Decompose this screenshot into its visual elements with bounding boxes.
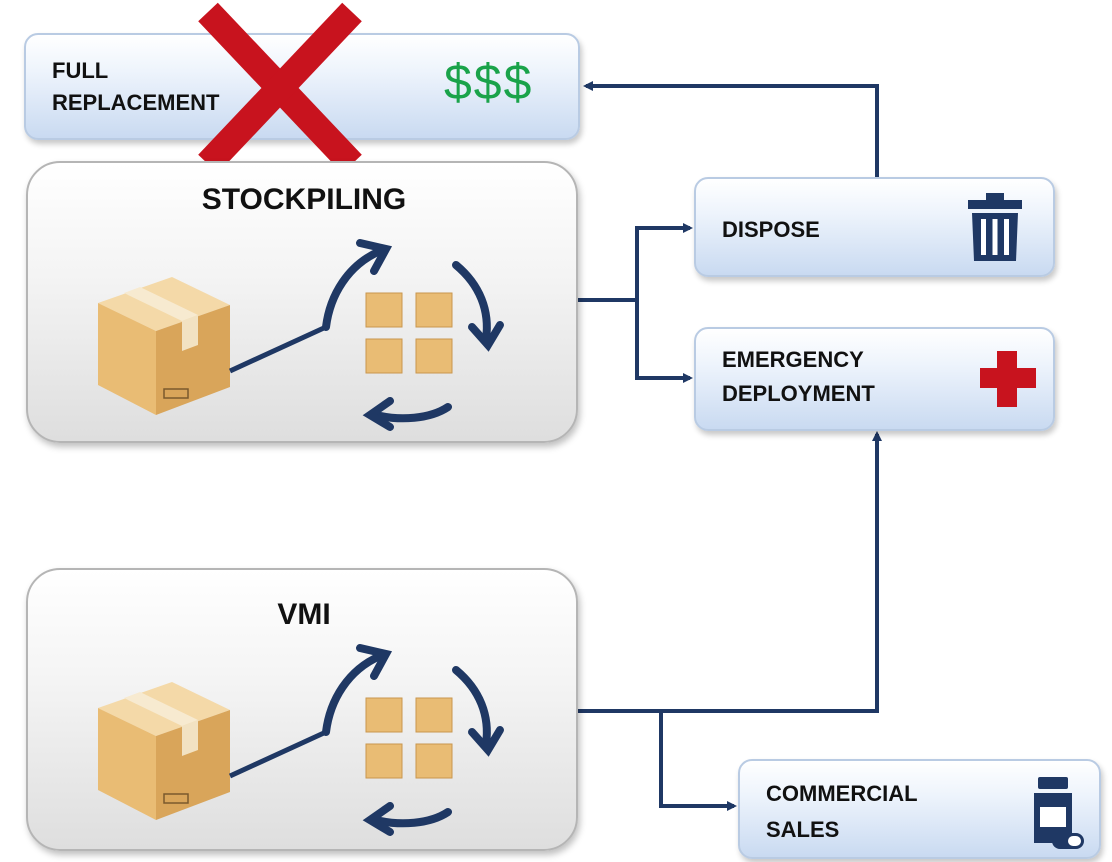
- medical-cross-icon: [980, 351, 1036, 407]
- medicine-bottle-icon: [1034, 777, 1084, 849]
- emergency-label-line1: EMERGENCY: [722, 347, 864, 372]
- arrow-vmi-to-emergency: [578, 431, 882, 713]
- trash-icon: [968, 193, 1022, 261]
- dispose-box: DISPOSE: [694, 177, 1055, 277]
- full-replacement-label-line2: REPLACEMENT: [52, 90, 220, 115]
- vmi-title: VMI: [277, 598, 331, 631]
- small-boxes-icon: [365, 697, 453, 779]
- full-replacement-label-line1: FULL: [52, 58, 109, 83]
- small-boxes-icon: [365, 292, 453, 374]
- commercial-label-line1: COMMERCIAL: [766, 781, 918, 806]
- commercial-label-line2: SALES: [766, 817, 840, 842]
- red-x-icon: [198, 2, 362, 174]
- arrow-stockpiling-to-emergency: [635, 300, 693, 383]
- emergency-deployment-box: EMERGENCY DEPLOYMENT: [694, 327, 1055, 431]
- cardboard-box-icon: [98, 682, 230, 820]
- cost-indicator: $$$: [444, 54, 534, 110]
- cardboard-box-icon: [98, 277, 230, 415]
- arrow-stockpiling-to-dispose: [578, 223, 693, 302]
- emergency-label-line2: DEPLOYMENT: [722, 381, 875, 406]
- cycle-arrows-icon: [322, 239, 504, 431]
- stockpiling-title: STOCKPILING: [201, 183, 407, 216]
- arrow-dispose-to-full-replacement: [583, 81, 879, 177]
- arrow-vmi-to-commercial-sales: [659, 711, 737, 811]
- cycle-arrows-icon: [322, 644, 504, 836]
- stockpiling-illustration: [98, 239, 504, 431]
- commercial-sales-box: COMMERCIAL SALES: [738, 759, 1101, 859]
- dispose-label: DISPOSE: [722, 217, 820, 242]
- vmi-illustration: [98, 644, 504, 836]
